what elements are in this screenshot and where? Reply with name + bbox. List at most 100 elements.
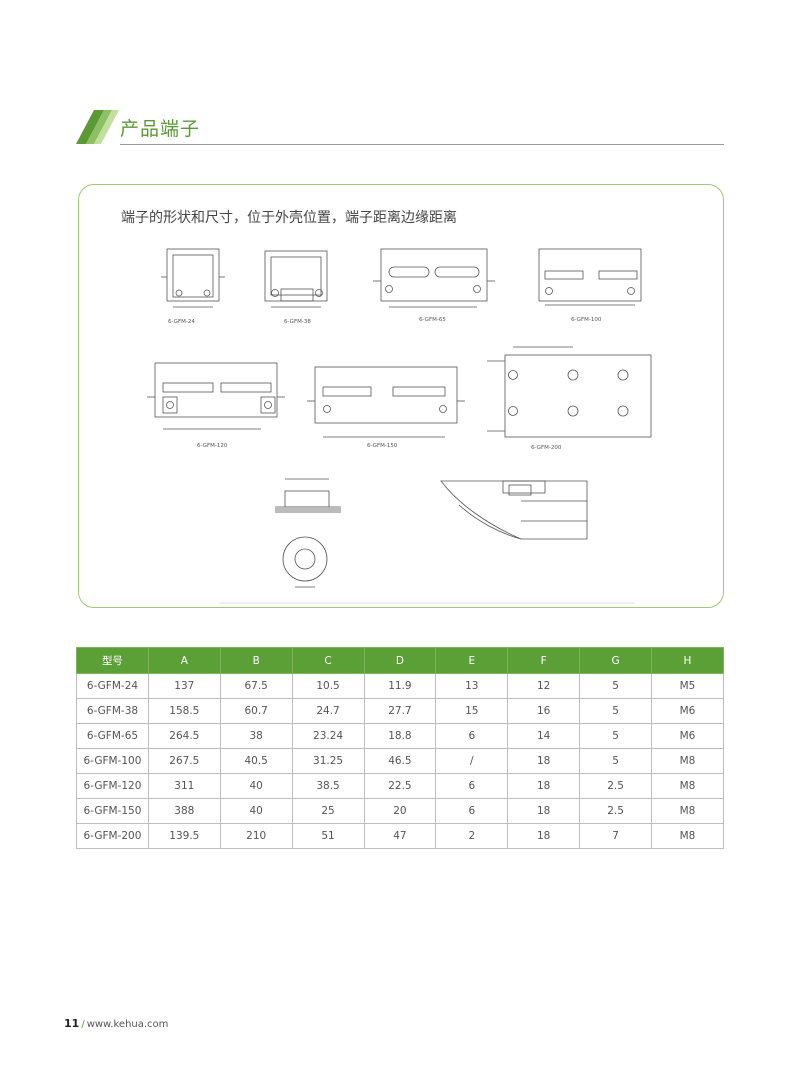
table-cell: 6 xyxy=(435,723,509,749)
table-row: 6-GFM-38 158.5 60.7 24.7 27.7 15 16 5 M6 xyxy=(76,698,724,724)
table-cell: 2 xyxy=(435,823,509,849)
table-cell: 6-GFM-120 xyxy=(76,773,149,799)
table-cell: M8 xyxy=(651,798,724,824)
header-h: H xyxy=(651,647,724,674)
table-cell: 267.5 xyxy=(147,748,221,774)
table-cell: 40 xyxy=(219,773,293,799)
table-cell: M6 xyxy=(651,698,724,724)
table-cell: 6 xyxy=(435,773,509,799)
drawing-gfm-24: 6-GFM-24 xyxy=(161,248,225,325)
table-cell: 40.5 xyxy=(219,748,293,774)
table-cell: 38 xyxy=(219,723,293,749)
table-row: 6-GFM-24 137 67.5 10.5 11.9 13 12 5 M5 xyxy=(76,673,724,699)
table-cell: M6 xyxy=(651,723,724,749)
table-cell: 137 xyxy=(147,673,221,699)
header-stripes-icon xyxy=(76,110,119,144)
table-cell: M8 xyxy=(651,823,724,849)
header-c: C xyxy=(291,647,365,674)
table-cell: 6-GFM-38 xyxy=(76,698,149,724)
table-row: 6-GFM-65 264.5 38 23.24 18.8 6 14 5 M6 xyxy=(76,723,724,749)
table-cell: 38.5 xyxy=(291,773,365,799)
page-number: 11 xyxy=(64,1017,80,1030)
table-header-row: 型号 A B C D E F G H xyxy=(76,647,724,674)
footer-slash: / xyxy=(81,1019,85,1030)
table-cell: 16 xyxy=(507,698,581,724)
table-cell: 51 xyxy=(291,823,365,849)
drawing-gfm-200: 6-GFM-200 xyxy=(487,346,652,451)
table-cell: 40 xyxy=(219,798,293,824)
table-cell: 25 xyxy=(291,798,365,824)
website-link[interactable]: www.kehua.com xyxy=(86,1019,169,1030)
drawing-gfm-100: 6-GFM-100 xyxy=(538,248,642,323)
table-cell: M8 xyxy=(651,748,724,774)
section-header: 产品端子 xyxy=(74,108,724,148)
table-cell: 20 xyxy=(363,798,437,824)
label-gfm-100: 6-GFM-100 xyxy=(571,317,602,323)
header-a: A xyxy=(147,647,221,674)
header-b: B xyxy=(219,647,293,674)
table-cell: 5 xyxy=(579,748,652,774)
table-cell: 5 xyxy=(579,673,652,699)
table-cell: 311 xyxy=(147,773,221,799)
table-row: 6-GFM-120 311 40 38.5 22.5 6 18 2.5 M8 xyxy=(76,773,724,799)
table-cell: 12 xyxy=(507,673,581,699)
table-cell: 6-GFM-24 xyxy=(76,673,149,699)
table-cell: 60.7 xyxy=(219,698,293,724)
table-cell: 6 xyxy=(435,798,509,824)
label-gfm-120: 6-GFM-120 xyxy=(197,443,228,449)
table-cell: 18 xyxy=(507,823,581,849)
table-cell: 6-GFM-65 xyxy=(76,723,149,749)
table-cell: 2.5 xyxy=(579,798,652,824)
table-cell: 5 xyxy=(579,698,652,724)
table-cell: 67.5 xyxy=(219,673,293,699)
table-cell: 14 xyxy=(507,723,581,749)
table-cell: 2.5 xyxy=(579,773,652,799)
table-cell: 6-GFM-200 xyxy=(76,823,149,849)
table-cell: 18.8 xyxy=(363,723,437,749)
table-cell: M5 xyxy=(651,673,724,699)
table-cell: 27.7 xyxy=(363,698,437,724)
table-cell: 15 xyxy=(435,698,509,724)
table-cell: 158.5 xyxy=(147,698,221,724)
page-title: 产品端子 xyxy=(120,118,201,140)
header-divider xyxy=(120,144,724,145)
terminal-dimension-table: 型号 A B C D E F G H 6-GFM-24 137 67.5 10.… xyxy=(76,647,724,849)
table-cell: 46.5 xyxy=(363,748,437,774)
page-footer: 11/www.kehua.com xyxy=(64,1017,168,1030)
label-gfm-200: 6-GFM-200 xyxy=(531,445,562,451)
header-d: D xyxy=(363,647,437,674)
table-cell: 23.24 xyxy=(291,723,365,749)
label-gfm-38: 6-GFM-38 xyxy=(284,319,311,325)
drawing-gfm-150: 6-GFM-150 xyxy=(307,366,465,449)
terminal-drawings: 6-GFM-24 6-GFM-38 6-GFM-65 xyxy=(147,248,652,604)
table-cell: 5 xyxy=(579,723,652,749)
table-cell: 47 xyxy=(363,823,437,849)
table-cell: 11.9 xyxy=(363,673,437,699)
table-cell: 31.25 xyxy=(291,748,365,774)
table-cell: 264.5 xyxy=(147,723,221,749)
drawing-gfm-38: 6-GFM-38 xyxy=(264,250,328,325)
table-cell: / xyxy=(435,748,509,774)
table-row: 6-GFM-200 139.5 210 51 47 2 18 7 M8 xyxy=(76,823,724,849)
table-cell: 388 xyxy=(147,798,221,824)
header-f: F xyxy=(507,647,581,674)
table-cell: 10.5 xyxy=(291,673,365,699)
table-cell: 210 xyxy=(219,823,293,849)
table-row: 6-GFM-100 267.5 40.5 31.25 46.5 / 18 5 M… xyxy=(76,748,724,774)
label-gfm-65: 6-GFM-65 xyxy=(419,317,446,323)
table-cell: 18 xyxy=(507,748,581,774)
terminal-detail-drawing xyxy=(275,478,341,588)
table-cell: 6-GFM-100 xyxy=(76,748,149,774)
panel-description: 端子的形状和尺寸，位于外壳位置，端子距离边缘距离 xyxy=(121,210,457,226)
table-cell: 6-GFM-150 xyxy=(76,798,149,824)
table-cell: 18 xyxy=(507,798,581,824)
table-cell: 24.7 xyxy=(291,698,365,724)
table-cell: 7 xyxy=(579,823,652,849)
table-cell: 18 xyxy=(507,773,581,799)
cross-section-drawing xyxy=(440,480,588,540)
table-row: 6-GFM-150 388 40 25 20 6 18 2.5 M8 xyxy=(76,798,724,824)
header-model: 型号 xyxy=(76,647,149,674)
table-cell: 22.5 xyxy=(363,773,437,799)
table-cell: 13 xyxy=(435,673,509,699)
drawing-gfm-120: 6-GFM-120 xyxy=(147,362,285,449)
